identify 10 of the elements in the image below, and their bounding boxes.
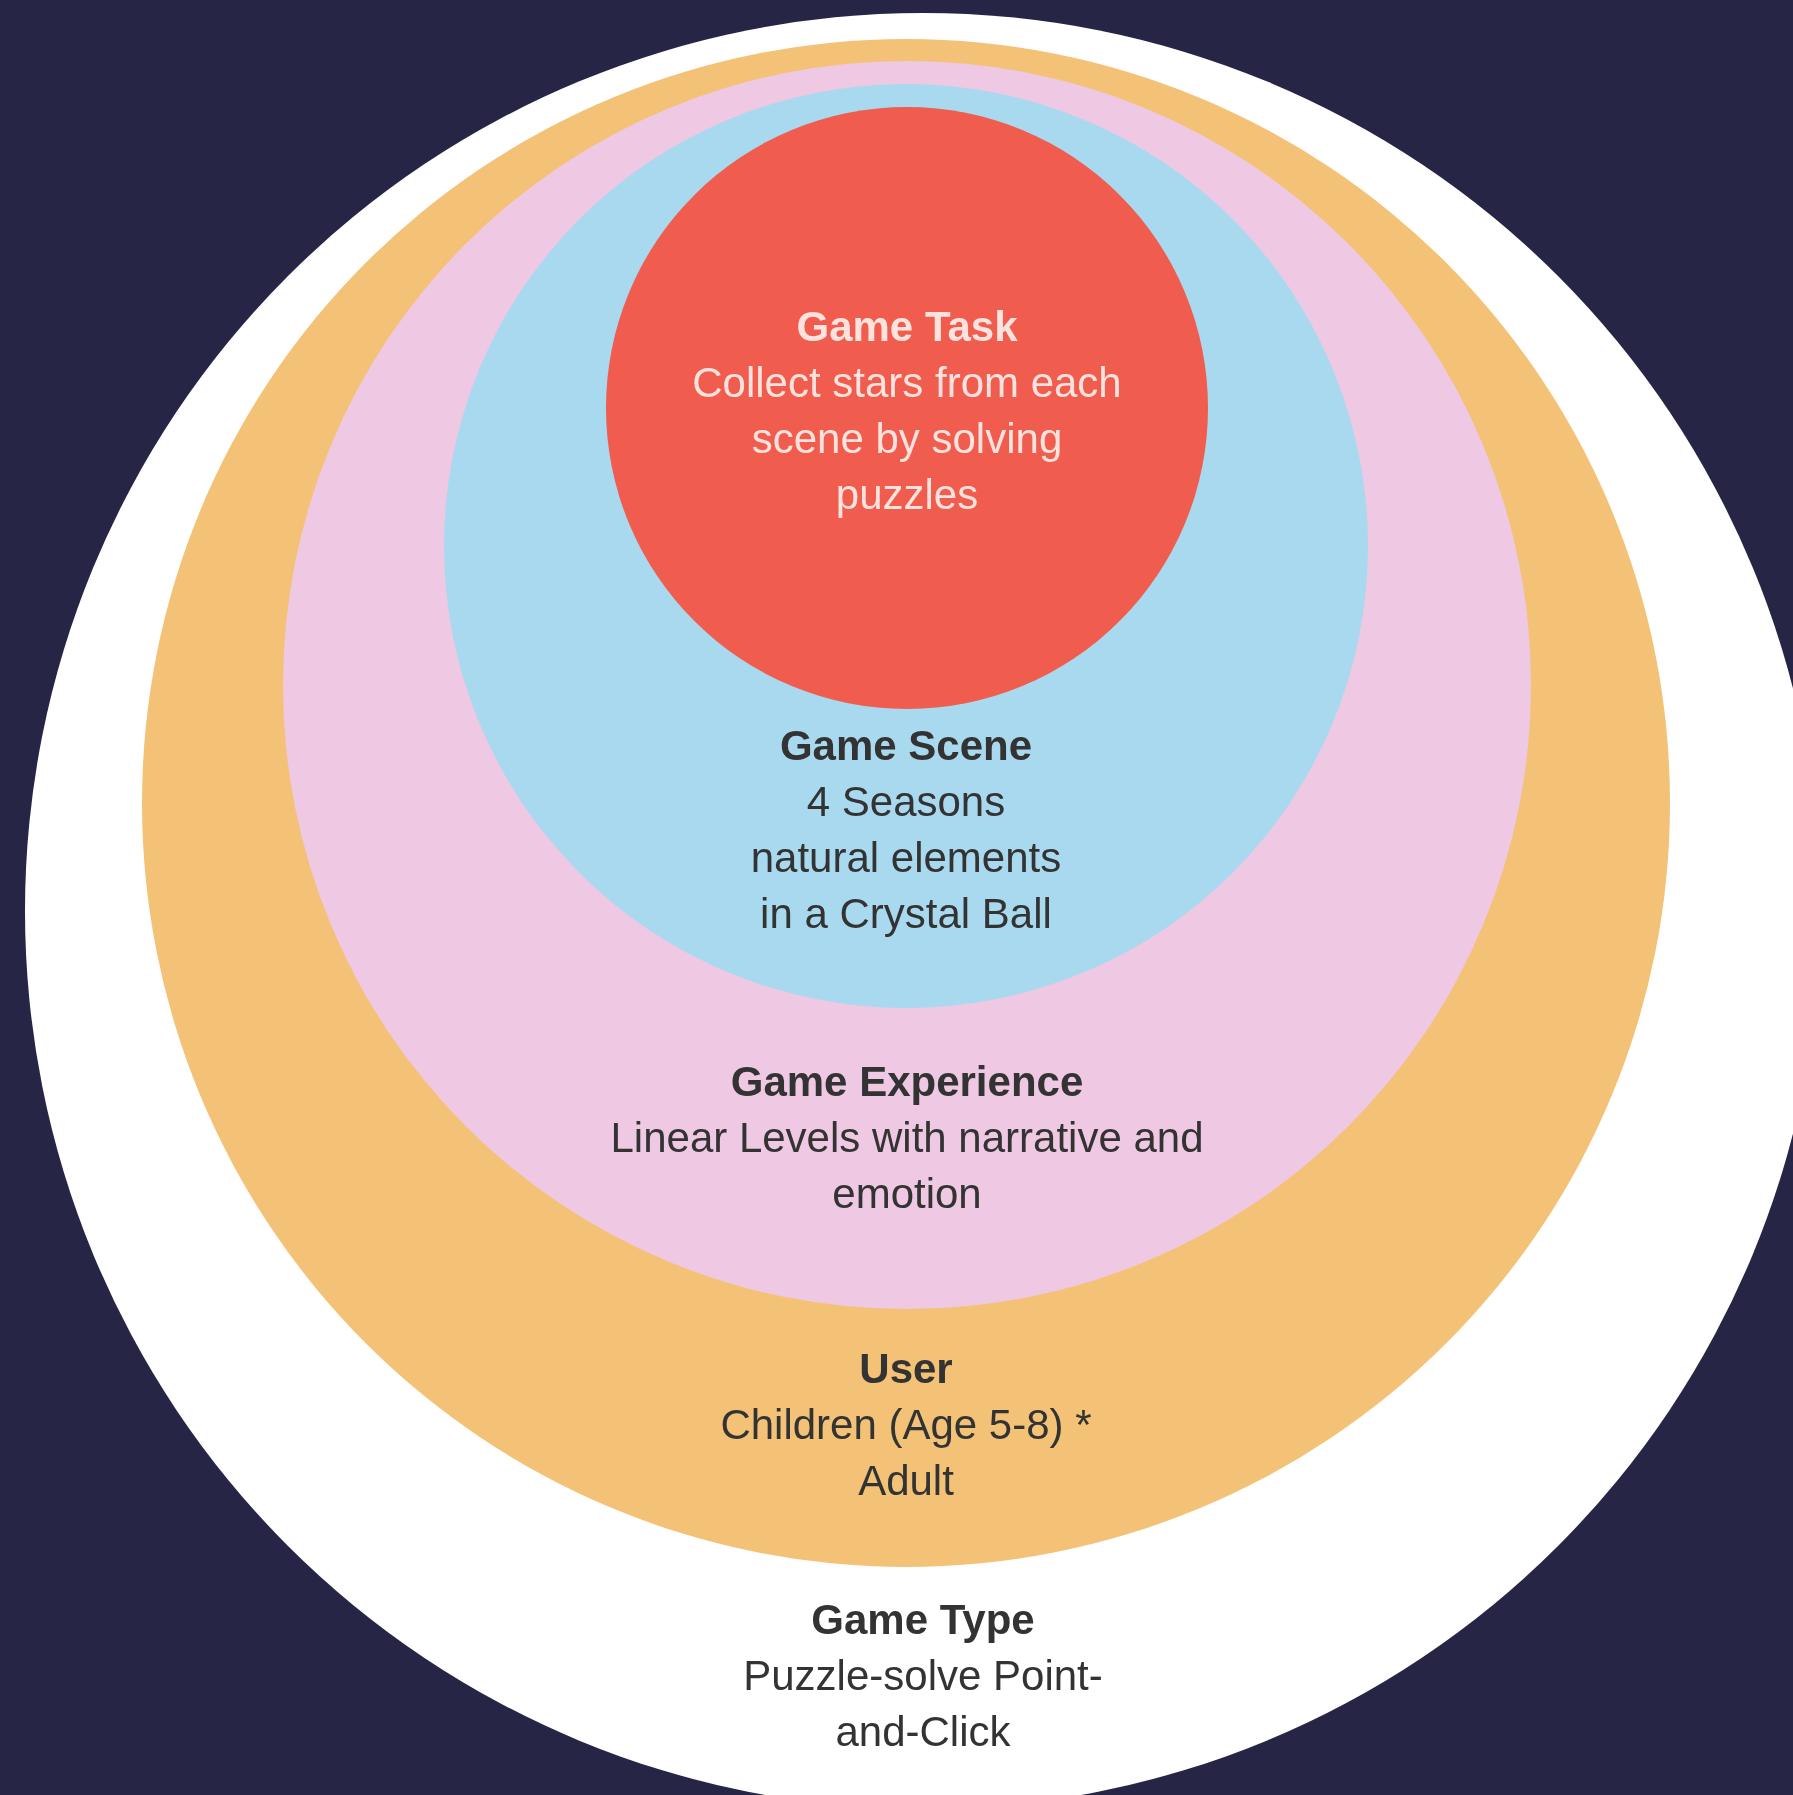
layer-heading: Game Experience bbox=[730, 1057, 1084, 1107]
layer-heading: Game Task bbox=[796, 302, 1018, 352]
layer-description: Collect stars from each scene by solving puzzles bbox=[691, 358, 1123, 520]
layer-heading: Game Scene bbox=[779, 721, 1033, 771]
layer-heading: User bbox=[859, 1344, 953, 1394]
layer-heading: Game Type bbox=[811, 1595, 1035, 1645]
layer-description: Puzzle-solve Point-and-Click bbox=[743, 1651, 1103, 1757]
layer-description: Children (Age 5-8) * Adult bbox=[719, 1400, 1093, 1506]
layer-description: 4 Seasons natural elements in a Crystal Ball bbox=[749, 777, 1063, 939]
layer-description: Linear Levels with narrative and emotion bbox=[609, 1113, 1205, 1219]
